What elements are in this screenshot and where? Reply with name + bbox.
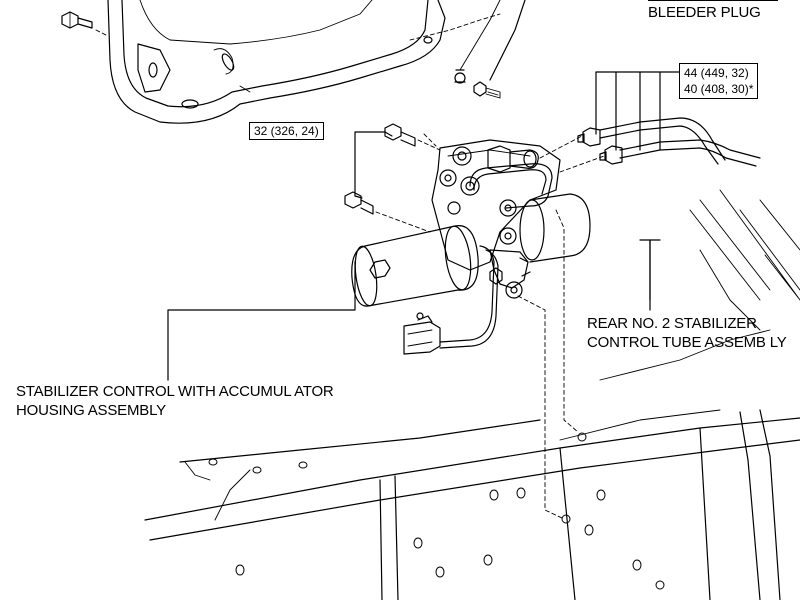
mounting-bolt-lower [344,191,374,215]
stabilizer-control-housing [351,139,591,349]
rear-tube-label-line2: CONTROL TUBE ASSEMB LY [587,334,787,351]
housing-center-line-2 [555,209,579,433]
housing-label-line1: STABILIZER CONTROL WITH ACCUMUL ATOR [16,383,334,400]
bleeder-leader-line [489,0,526,81]
housing-leader-line [167,261,356,381]
bolt-center-line [95,29,109,37]
rear-stabilizer-tubes [577,117,761,167]
vehicle-frame [144,189,800,600]
bleeder-plug-underline [648,0,778,1]
rear-tube-label-line1: REAR NO. 2 STABILIZER [587,315,757,332]
tube-nut-torque-spec-2: 40 (408, 30)* [684,82,754,96]
bleeder-leader-line-2 [459,0,501,71]
torque-bracket-bolt-lines [354,131,393,199]
tube-dashed-lines [539,135,605,173]
tube-nut-torque-spec-1: 44 (449, 32) [684,66,749,80]
mounting-bolt-upper [384,123,416,147]
cover-bracket [107,0,446,124]
cover-bolt [61,11,93,29]
bleeder-dashed-line [409,13,501,41]
bolt-dashed-lines [375,139,441,233]
torque-bracket-tube-lines [595,71,681,301]
top-dashed-line [423,133,437,147]
wire-connector [403,312,441,355]
housing-center-line-1 [517,295,563,519]
bleeder-plug-label: BLEEDER PLUG [648,4,761,21]
tube-nut-torque-specs: 44 (449, 32) 40 (408, 30)* [679,63,759,99]
frame-holes [208,432,665,590]
housing-label-line2: HOUSING ASSEMBLY [16,402,166,419]
bolt-torque-spec: 32 (326, 24) [249,122,324,140]
bleeder-plug-part [454,69,501,99]
